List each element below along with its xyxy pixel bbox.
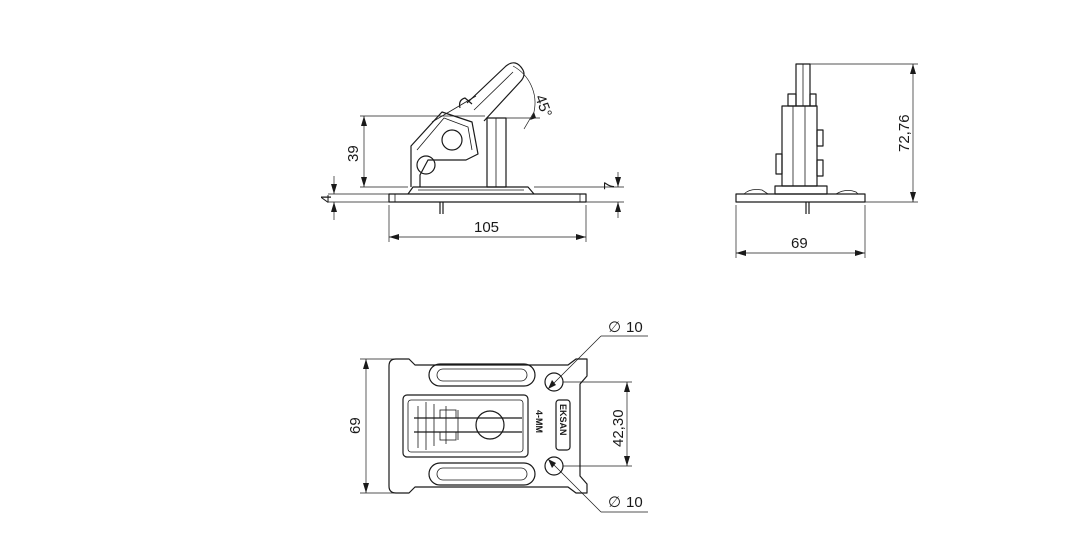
front-bolt-lower: [416, 155, 436, 175]
front-plate-dim: 7: [601, 182, 618, 190]
front-angled-arm: [466, 62, 525, 122]
top-hole-upper-dim: 10: [626, 319, 643, 336]
front-post: [486, 117, 507, 188]
front-view: 45° 105 39 4 7: [318, 62, 624, 242]
side-width-dim: 69: [791, 235, 808, 252]
side-height-dim: 72,76: [896, 114, 913, 152]
top-hole-lower-symbol: ∅: [608, 493, 621, 511]
front-bolt-upper: [441, 129, 463, 151]
top-slot-upper: [428, 363, 536, 387]
front-raised-pad: [407, 186, 535, 195]
side-base-plate: [735, 193, 866, 203]
front-angle-dim: 45°: [531, 93, 555, 120]
front-base-plate: [388, 193, 587, 203]
front-thickness-dim: 4: [318, 195, 335, 203]
front-width-dim: 105: [474, 219, 499, 236]
top-brand-mark: EKSAN: [558, 404, 568, 436]
top-model-mark: 4-MM: [534, 410, 544, 433]
top-brand-box: [555, 399, 571, 451]
top-spacing-dim: 42,30: [610, 409, 627, 447]
top-view: EKSAN 4-MM 69 42,30 ∅ 10 ∅ 10: [347, 318, 648, 513]
top-height-dim: 69: [347, 417, 364, 434]
top-hole-upper-symbol: ∅: [608, 318, 621, 336]
top-slot-lower: [428, 462, 536, 486]
front-height-dim: 39: [345, 145, 362, 162]
top-hole-lower-dim: 10: [626, 494, 643, 511]
top-hole-lower: [544, 456, 564, 476]
top-plate-outline: [388, 358, 588, 494]
side-view: 69 72,76: [735, 63, 918, 258]
side-column: [781, 105, 818, 187]
front-bracket: [410, 111, 479, 187]
top-housing: [402, 394, 529, 458]
top-hole-upper: [544, 372, 564, 392]
